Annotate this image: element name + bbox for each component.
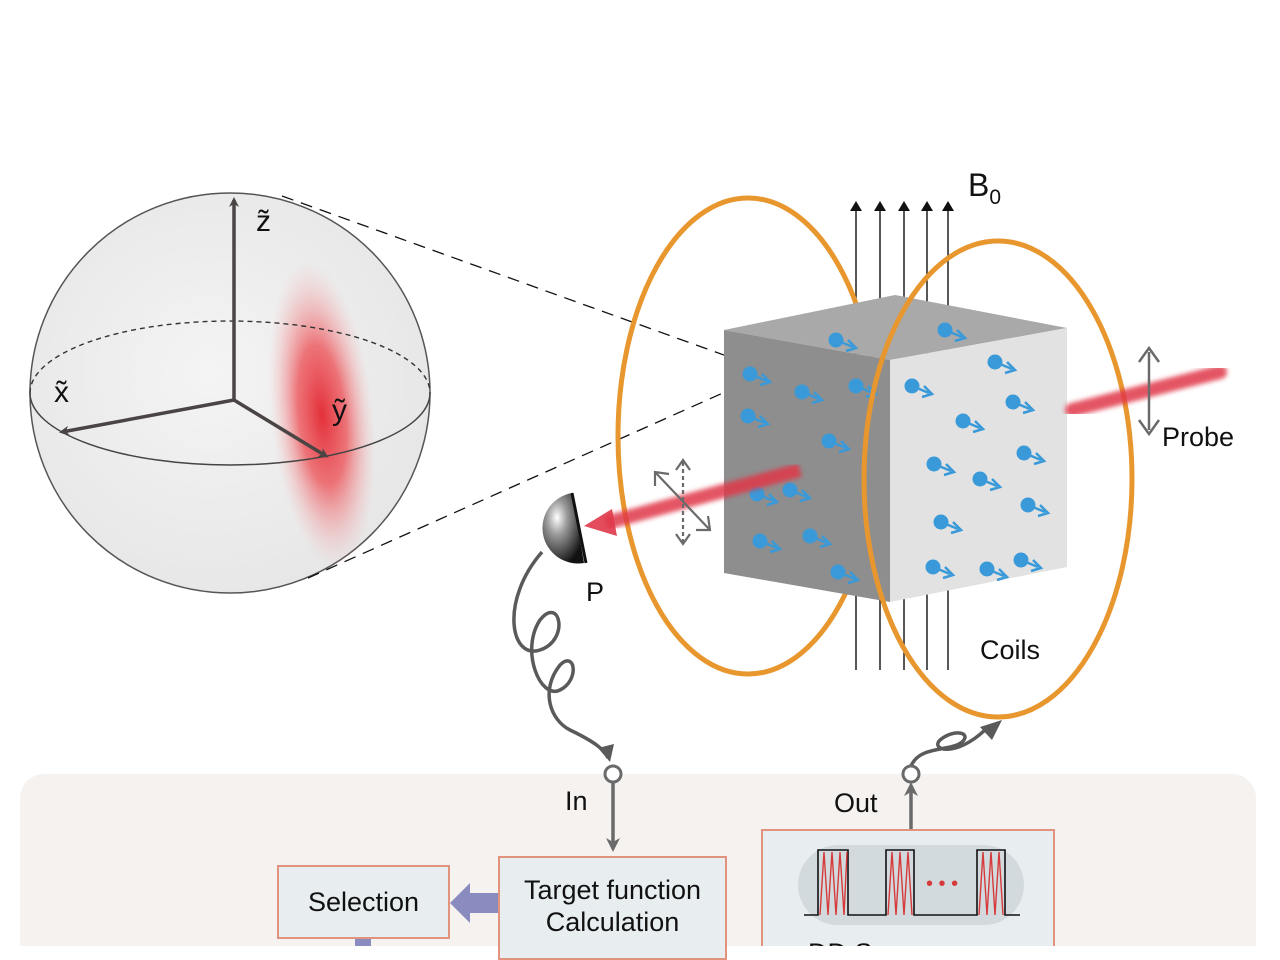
x-axis: [59, 398, 235, 436]
spin-arrowhead: [1022, 401, 1036, 415]
spin-arrowhead: [996, 568, 1010, 582]
spin-atom: [933, 514, 949, 530]
spin-arrowhead: [769, 540, 783, 554]
spin-arrowhead: [847, 571, 861, 585]
signal-cable-out: [909, 728, 987, 767]
spin-atom: [904, 378, 920, 394]
spin-atom: [802, 528, 818, 544]
spin-arrowhead: [1004, 361, 1018, 375]
spin-arrowhead: [950, 521, 964, 535]
selection-box: Selection: [277, 865, 450, 939]
spin-arrowhead: [1037, 504, 1051, 518]
spin-atom: [828, 332, 844, 348]
output-port: [901, 764, 921, 784]
input-port: [603, 764, 623, 784]
spin-arrowhead: [954, 329, 968, 343]
flow-arrow-down: [355, 938, 371, 946]
spin-arrowhead: [972, 420, 986, 434]
spin-atom: [987, 354, 1003, 370]
spin-arrowhead: [943, 463, 957, 477]
spin-atom: [972, 471, 988, 487]
spin-atom: [848, 378, 864, 394]
target-function-line1: Target function: [523, 875, 702, 905]
spin-atom: [740, 408, 756, 424]
spin-arrowhead: [799, 489, 813, 503]
spin-arrowhead: [921, 385, 935, 399]
spin-atom: [979, 561, 995, 577]
probe-beam-in: [1065, 365, 1227, 417]
spin-atom: [926, 456, 942, 472]
pulse-waveform: [804, 849, 1020, 916]
spin-arrowhead: [845, 339, 859, 353]
axis-label-x: x̃: [54, 376, 69, 409]
coil-front: [861, 238, 1135, 720]
out-label: Out: [834, 788, 878, 818]
zoom-lines: [281, 195, 761, 579]
spin-atom: [752, 533, 768, 549]
detector-label: P: [586, 577, 604, 607]
in-label: In: [565, 786, 588, 816]
selection-label: Selection: [307, 887, 420, 917]
spin-atom: [794, 384, 810, 400]
pulse-dots: • • •: [926, 873, 958, 895]
flow-arrow-to-selection: [450, 883, 500, 923]
spin-arrowhead: [759, 373, 773, 387]
spin-atom: [1005, 394, 1021, 410]
spin-atom: [1016, 445, 1032, 461]
spin-arrowhead: [942, 566, 956, 580]
target-function-line2: Calculation: [545, 907, 680, 937]
y-axis: [233, 398, 329, 458]
distribution-blob: [267, 260, 377, 570]
spin-atom: [782, 482, 798, 498]
spin-atom: [749, 486, 765, 502]
signal-cable-in: [512, 550, 610, 759]
spin-group: [740, 322, 1051, 585]
probe-beam-out: [584, 463, 802, 536]
spin-arrowhead: [1030, 559, 1044, 573]
spin-arrowhead: [1033, 452, 1047, 466]
spin-atom: [925, 559, 941, 575]
spin-atom: [1020, 497, 1036, 513]
rotated-polarization-indicator: [653, 458, 712, 546]
probe-label: Probe: [1162, 422, 1234, 452]
axis-label-y: ỹ: [332, 394, 347, 427]
spin-atom: [830, 564, 846, 580]
spin-arrowhead: [865, 385, 879, 399]
spin-atom: [937, 322, 953, 338]
field-label: B0: [968, 167, 1001, 209]
photodetector-icon: [542, 492, 588, 564]
target-function-box: Target function Calculation: [498, 856, 727, 960]
spin-atom: [821, 433, 837, 449]
spin-atom: [1013, 552, 1029, 568]
spin-arrowhead: [838, 440, 852, 454]
pulse-caption: DD S: [808, 938, 873, 946]
bloch-sphere: z̃ x̃ ỹ: [29, 192, 431, 594]
polarization-indicator: [1137, 345, 1161, 437]
spin-arrowhead: [811, 391, 825, 405]
spin-atom: [955, 413, 971, 429]
spin-arrowhead: [766, 493, 780, 507]
axis-label-z: z̃: [256, 205, 271, 238]
spin-arrowhead: [819, 535, 833, 549]
spin-arrowhead: [757, 415, 771, 429]
spin-arrowhead: [989, 478, 1003, 492]
spin-atom: [742, 366, 758, 382]
coils-label: Coils: [980, 635, 1040, 665]
